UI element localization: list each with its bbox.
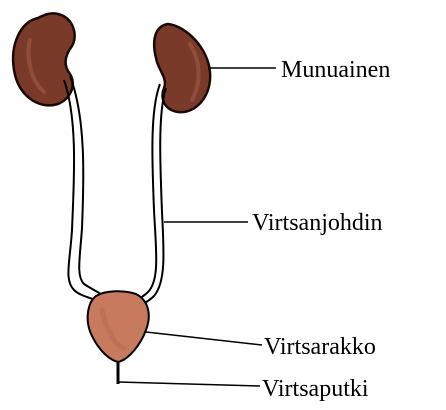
urethra-leader-line [118, 382, 260, 386]
left-kidney [13, 13, 75, 105]
bladder [88, 291, 149, 362]
kidney-label: Munuainen [281, 57, 390, 83]
ureter-label: Virtsanjohdin [252, 210, 383, 236]
bladder-label: Virtsarakko [264, 334, 376, 360]
left-ureter-inner [70, 76, 104, 296]
bladder-shape [88, 291, 149, 362]
bladder-leader-line [146, 332, 262, 345]
urethra-label: Virtsaputki [262, 376, 369, 402]
left-ureter [64, 76, 104, 302]
right-ureter [132, 84, 166, 308]
right-ureter-inner [138, 88, 166, 308]
left-ureter-outer [64, 80, 100, 302]
right-ureter-outer [132, 84, 160, 304]
